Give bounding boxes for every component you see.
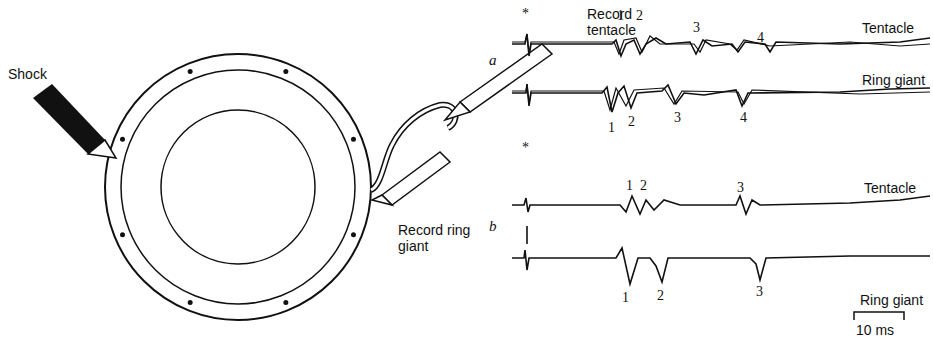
callout-number: 1 [608,120,615,136]
stimulus-tick [526,226,528,244]
marginal-dot [351,232,356,237]
callout-number: 4 [740,110,747,126]
marginal-dot [188,300,193,305]
marginal-dot [351,137,356,142]
callout-number: 3 [693,20,700,36]
scale-label: 10 ms [856,322,894,338]
marginal-dot [120,232,125,237]
trace-label: Ring giant [860,292,923,308]
ring-giant-circle [121,70,355,304]
ring-giant-trace-b [512,248,930,284]
shock-electrode [33,84,105,154]
callout-number: 3 [674,110,681,126]
callout-number: 1 [626,178,633,194]
marginal-dot [188,69,193,74]
tentacle-electrode [460,44,552,112]
ring-giant-trace-a [512,84,930,112]
callout-number: 2 [636,8,643,24]
stimulus-mark: * [522,6,529,22]
trace-label: Tentacle [862,20,914,36]
marginal-dot [283,300,288,305]
tentacle-trace-a [512,34,930,56]
shock-electrode-tip [88,140,116,158]
callout-number: 3 [756,284,763,300]
outer-bell-margin [105,54,371,320]
callout-number: 2 [628,114,635,130]
callout-number: 1 [617,8,624,24]
callout-number: 3 [737,180,744,196]
trace-label: Ring giant [862,72,925,88]
marginal-dot [120,137,125,142]
electrode-label: Shock [8,66,47,82]
marginal-dot [283,69,288,74]
ring-giant-electrode-tip [372,195,392,205]
ring-giant-electrode [382,152,450,205]
tentacle-electrode-tip [445,102,470,120]
trace-label: Tentacle [864,180,916,196]
callout-number: 1 [622,290,629,306]
panel-letter: b [489,218,497,234]
stimulus-mark: * [522,140,529,156]
panel-letter: a [489,52,497,68]
callout-number: 2 [640,178,647,194]
electrode-label: Record ring giant [398,222,474,254]
tentacle-trace-a-2 [512,34,930,54]
tentacle-trace-b [512,196,930,214]
callout-number: 2 [657,288,664,304]
callout-number: 4 [757,30,764,46]
marginal-dots [120,69,356,305]
scale-bar [854,312,904,320]
inner-circle [161,110,315,264]
